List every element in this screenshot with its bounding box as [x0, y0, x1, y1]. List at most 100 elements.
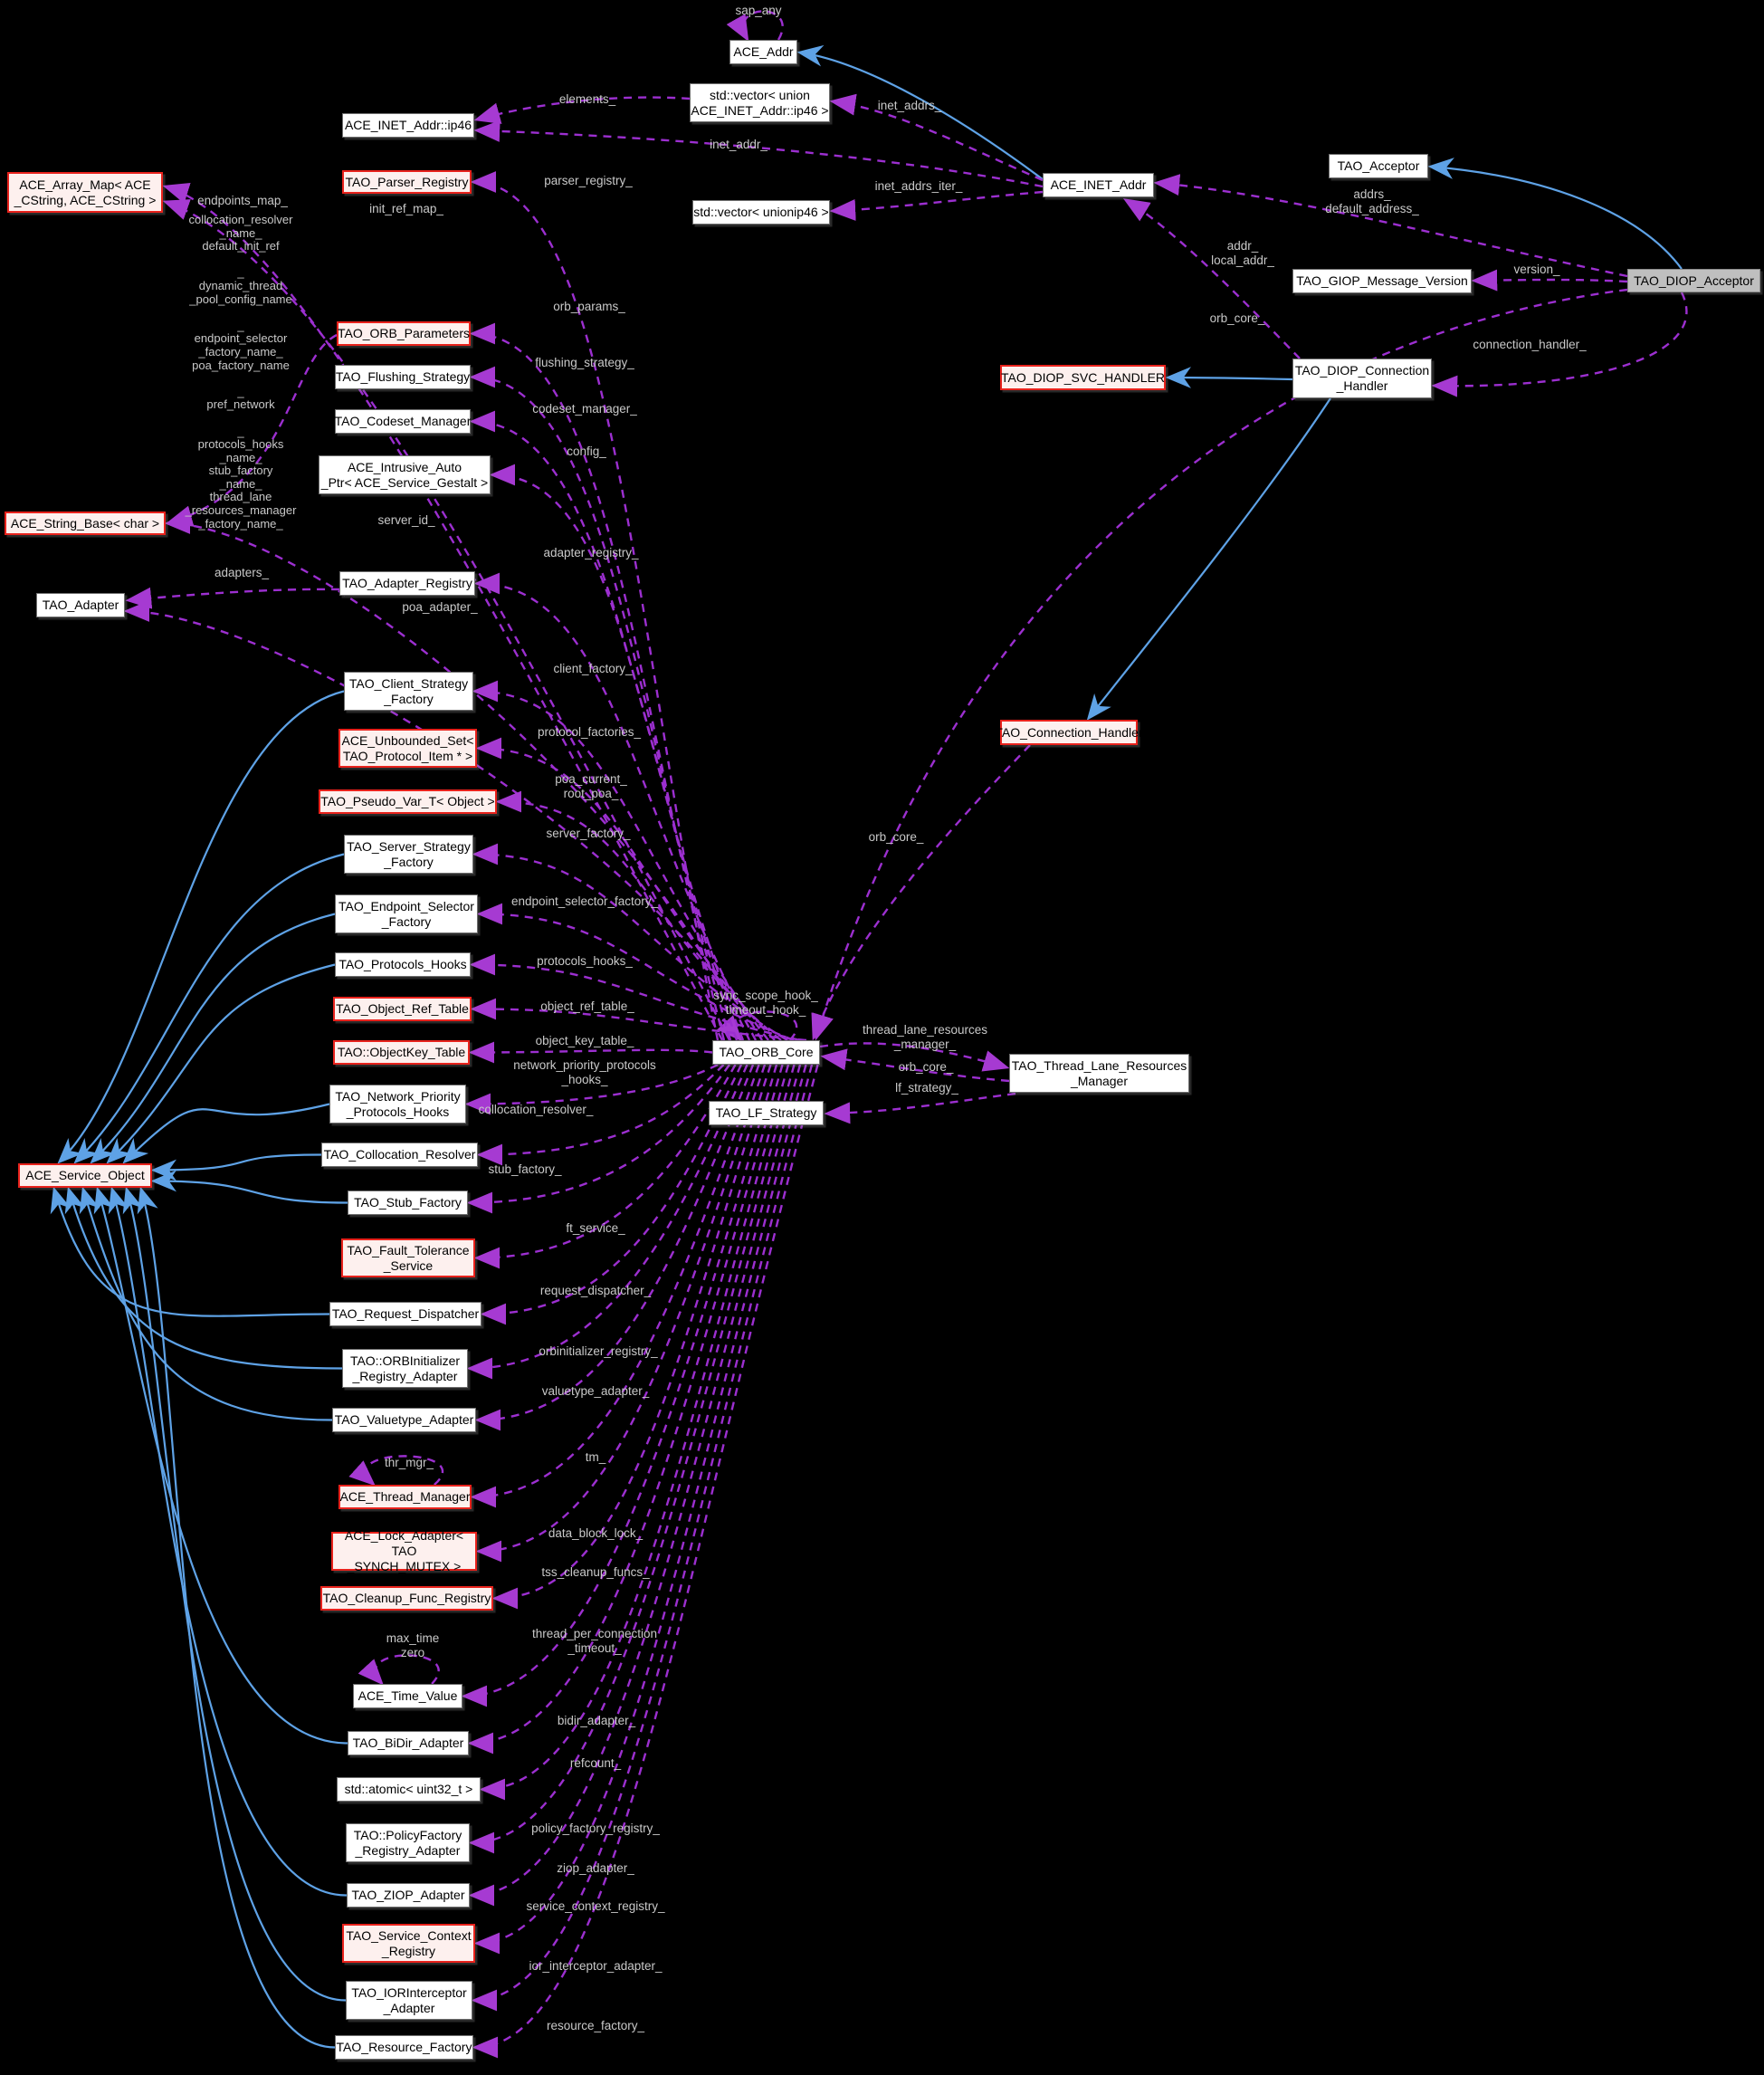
edge-label-l_tm: tm_	[585, 1450, 606, 1464]
node-tao_client_strategy[interactable]: TAO_Client_Strategy _Factory	[344, 672, 473, 711]
edge-f31-tao_orb_core-to-tao_ziop_adapter	[468, 1064, 802, 1907]
edge-aso7-tao_stub_factory-to-ace_service_object	[150, 1170, 348, 1204]
edge-label-l_poa_current: poa_current_ root_poa_	[555, 772, 627, 800]
node-ace_unbounded_set[interactable]: ACE_Unbounded_Set< TAO_Protocol_Item * >	[338, 729, 477, 768]
node-tao_stub_factory[interactable]: TAO_Stub_Factory	[348, 1190, 468, 1215]
node-tao_adapter[interactable]: TAO_Adapter	[36, 593, 125, 617]
node-tao_connection_handler[interactable]: TAO_Connection_Handler	[995, 720, 1143, 745]
edge-label-l_codeset_manager: codeset_manager_	[532, 402, 637, 416]
node-tao_parser_registry[interactable]: TAO_Parser_Registry	[342, 170, 472, 194]
edge-aso14-tao_resource_factory-to-ace_service_object	[137, 1186, 336, 2049]
edge-p_orb_core_top-tao_diop_acceptor-to-tao_orb_core	[812, 288, 1628, 1041]
edge-aso2-tao_server_strategy-to-ace_service_object	[73, 853, 345, 1164]
node-tao_orb_parameters[interactable]: TAO_ORB_Parameters	[337, 321, 471, 346]
node-ace_service_object[interactable]: ACE_Service_Object	[18, 1163, 152, 1188]
edge-p_elements-vector_ip46_union-to-ace_inet_addr_ip46	[473, 96, 691, 124]
edge-p_addrs-tao_diop_acceptor-to-ace_inet_addr	[1153, 174, 1628, 278]
edge-f14-tao_orb_core-to-tao_protocols_hooks	[469, 953, 801, 1042]
edge-f23-tao_orb_core-to-tao_valuetype_adapter	[474, 1064, 755, 1431]
edge-label-l_orb_core_right: orb_core_	[898, 1060, 954, 1074]
edge-p_addr_local-tao_diop_connection_handler-to-ace_inet_addr	[1122, 198, 1301, 359]
node-tao_lf_strategy[interactable]: TAO_LF_Strategy	[709, 1101, 824, 1125]
node-std_atomic[interactable]: std::atomic< uint32_t >	[337, 1777, 481, 1802]
edge-label-l_resource_factory: resource_factory_	[546, 2019, 645, 2032]
edge-label-l_parser_registry: parser_registry_	[544, 174, 633, 187]
node-tao_network_priority[interactable]: TAO_Network_Priority _Protocols_Hooks	[329, 1085, 466, 1124]
edge-label-l_ior_interceptor_adapter: ior_interceptor_adapter_	[529, 1959, 663, 1973]
node-tao_object_ref_table[interactable]: TAO_Object_Ref_Table	[333, 997, 472, 1021]
node-ace_thread_manager[interactable]: ACE_Thread_Manager	[338, 1485, 472, 1509]
edge-f19-tao_orb_core-to-tao_stub_factory	[466, 1064, 730, 1214]
node-tao_policyfactory[interactable]: TAO::PolicyFactory _Registry_Adapter	[346, 1823, 470, 1862]
node-tao_pseudo_var[interactable]: TAO_Pseudo_Var_T< Object >	[319, 789, 497, 814]
edge-aso12-tao_ziop_adapter-to-ace_service_object	[108, 1186, 348, 1897]
node-tao_service_context[interactable]: TAO_Service_Context _Registry	[342, 1924, 475, 1963]
edge-label-l_endpoints_map: endpoints_map_	[197, 194, 288, 207]
edge-f16-tao_orb_core-to-tao_objectkey_table	[468, 1041, 713, 1064]
node-tao_fault_tolerance[interactable]: TAO_Fault_Tolerance _Service	[341, 1238, 475, 1277]
node-tao_endpoint_selector[interactable]: TAO_Endpoint_Selector _Factory	[335, 894, 478, 933]
node-tao_server_strategy[interactable]: TAO_Server_Strategy _Factory	[344, 835, 473, 874]
node-tao_diop_acceptor[interactable]: TAO_DIOP_Acceptor	[1627, 269, 1760, 292]
edge-label-l_tss_cleanup_funcs: tss_cleanup_funcs_	[541, 1565, 650, 1579]
node-ace_time_value[interactable]: ACE_Time_Value	[353, 1684, 462, 1708]
edge-label-l_orb_core_top: orb_core_	[1209, 311, 1265, 325]
edge-b2-tao_diop_acceptor-to-tao_acceptor	[1427, 158, 1683, 270]
node-tao_thread_lane[interactable]: TAO_Thread_Lane_Resources _Manager	[1009, 1054, 1189, 1093]
node-tao_diop_svc_handler[interactable]: TAO_DIOP_SVC_HANDLER	[1000, 365, 1166, 390]
node-tao_protocols_hooks[interactable]: TAO_Protocols_Hooks	[335, 952, 471, 977]
edge-s3-ace_thread_manager	[348, 1455, 444, 1487]
edge-label-l_request_dispatcher: request_dispatcher_	[539, 1284, 652, 1297]
node-tao_resource_factory[interactable]: TAO_Resource_Factory	[335, 2035, 473, 2060]
node-tao_ziop_adapter[interactable]: TAO_ZIOP_Adapter	[347, 1883, 470, 1908]
edge-p_init_ref_map-tao_orb_core-to-ace_array_map	[162, 199, 731, 1041]
node-tao_bidir_adapter[interactable]: TAO_BiDir_Adapter	[348, 1731, 469, 1755]
edge-label-l_sync_scope: sync_scope_hook_ timeout_hook_	[713, 989, 818, 1017]
node-tao_orbinitializer[interactable]: TAO::ORBInitializer _Registry_Adapter	[342, 1349, 468, 1388]
node-tao_objectkey_table[interactable]: TAO::ObjectKey_Table	[333, 1040, 470, 1065]
edge-label-l_flushing_strategy: flushing_strategy_	[535, 356, 634, 369]
node-ace_intrusive[interactable]: ACE_Intrusive_Auto _Ptr< ACE_Service_Ges…	[319, 455, 491, 494]
edge-label-l_elements: elements_	[558, 92, 616, 106]
edge-f17-tao_orb_core-to-tao_network_priority	[464, 1063, 719, 1115]
node-tao_giop_message_version[interactable]: TAO_GIOP_Message_Version	[1292, 269, 1472, 293]
node-vector_ip46_union[interactable]: std::vector< union ACE_INET_Addr::ip46 >	[690, 83, 830, 122]
node-tao_cleanup_func[interactable]: TAO_Cleanup_Func_Registry	[320, 1586, 493, 1611]
node-tao_request_dispatcher[interactable]: TAO_Request_Dispatcher	[329, 1302, 482, 1326]
node-tao_orb_core[interactable]: TAO_ORB_Core	[712, 1040, 820, 1065]
node-tao_valuetype_adapter[interactable]: TAO_Valuetype_Adapter	[332, 1408, 476, 1432]
edge-p_lf_strategy-tao_thread_lane-to-tao_lf_strategy	[824, 1092, 1016, 1124]
node-tao_flushing_strategy[interactable]: TAO_Flushing_Strategy	[335, 365, 471, 389]
edge-p_orb_core_right-tao_thread_lane-to-tao_orb_core	[820, 1048, 1010, 1083]
node-vector_unionip46[interactable]: std::vector< unionip46 >	[692, 200, 830, 225]
node-ace_addr[interactable]: ACE_Addr	[729, 40, 797, 64]
node-ace_inet_addr[interactable]: ACE_INET_Addr	[1043, 173, 1154, 197]
edge-aso11-tao_bidir_adapter-to-ace_service_object	[93, 1186, 348, 1745]
edge-p_param_members-tao_orb_parameters-to-ace_string_base	[166, 333, 338, 527]
edge-f32-tao_orb_core-to-tao_service_context	[473, 1064, 807, 1955]
edge-label-l_connection_handler: connection_handler_	[1473, 338, 1587, 351]
edge-label-l_addr_local: addr_ local_addr_	[1211, 239, 1274, 267]
node-ace_string_base[interactable]: ACE_String_Base< char >	[5, 512, 166, 535]
node-tao_diop_connection_handler[interactable]: TAO_DIOP_Connection _Handler	[1292, 359, 1432, 398]
node-tao_adapter_registry[interactable]: TAO_Adapter_Registry	[339, 571, 475, 596]
edge-p_version-tao_diop_acceptor-to-tao_giop_message_version	[1471, 269, 1628, 292]
edge-f11-tao_orb_core-to-tao_pseudo_var	[495, 790, 782, 1041]
edge-label-l_service_context_registry: service_context_registry_	[526, 1899, 665, 1913]
node-tao_codeset_manager[interactable]: TAO_Codeset_Manager	[335, 409, 471, 434]
edge-p_inet_addr-ace_inet_addr-to-ace_inet_addr_ip46	[473, 120, 1044, 188]
node-ace_lock_adapter[interactable]: ACE_Lock_Adapter< TAO _SYNCH_MUTEX >	[331, 1528, 477, 1573]
edge-label-l_orbinitializer_registry: orbinitializer_registry_	[539, 1344, 658, 1358]
edge-f22-tao_orb_core-to-tao_orbinitializer	[466, 1064, 749, 1380]
node-tao_acceptor[interactable]: TAO_Acceptor	[1329, 154, 1428, 178]
edge-label-l_data_block_lock: data_block_lock_	[548, 1526, 644, 1540]
edge-p_endpoints_map-tao_orb_core-to-ace_array_map	[162, 183, 724, 1041]
edge-p_inet_addrs_iter-ace_inet_addr-to-vector_unionip46	[829, 190, 1044, 221]
edge-f9-tao_orb_core-to-tao_client_strategy	[472, 680, 769, 1041]
node-ace_inet_addr_ip46[interactable]: ACE_INET_Addr::ip46	[342, 113, 474, 138]
node-tao_collocation_resolver[interactable]: TAO_Collocation_Resolver	[321, 1143, 478, 1167]
edge-label-l_orb_core_mid: orb_core_	[868, 830, 924, 844]
node-ace_array_map[interactable]: ACE_Array_Map< ACE _CString, ACE_CString…	[7, 172, 163, 213]
node-tao_iorinterceptor[interactable]: TAO_IORInterceptor _Adapter	[346, 1981, 472, 2020]
